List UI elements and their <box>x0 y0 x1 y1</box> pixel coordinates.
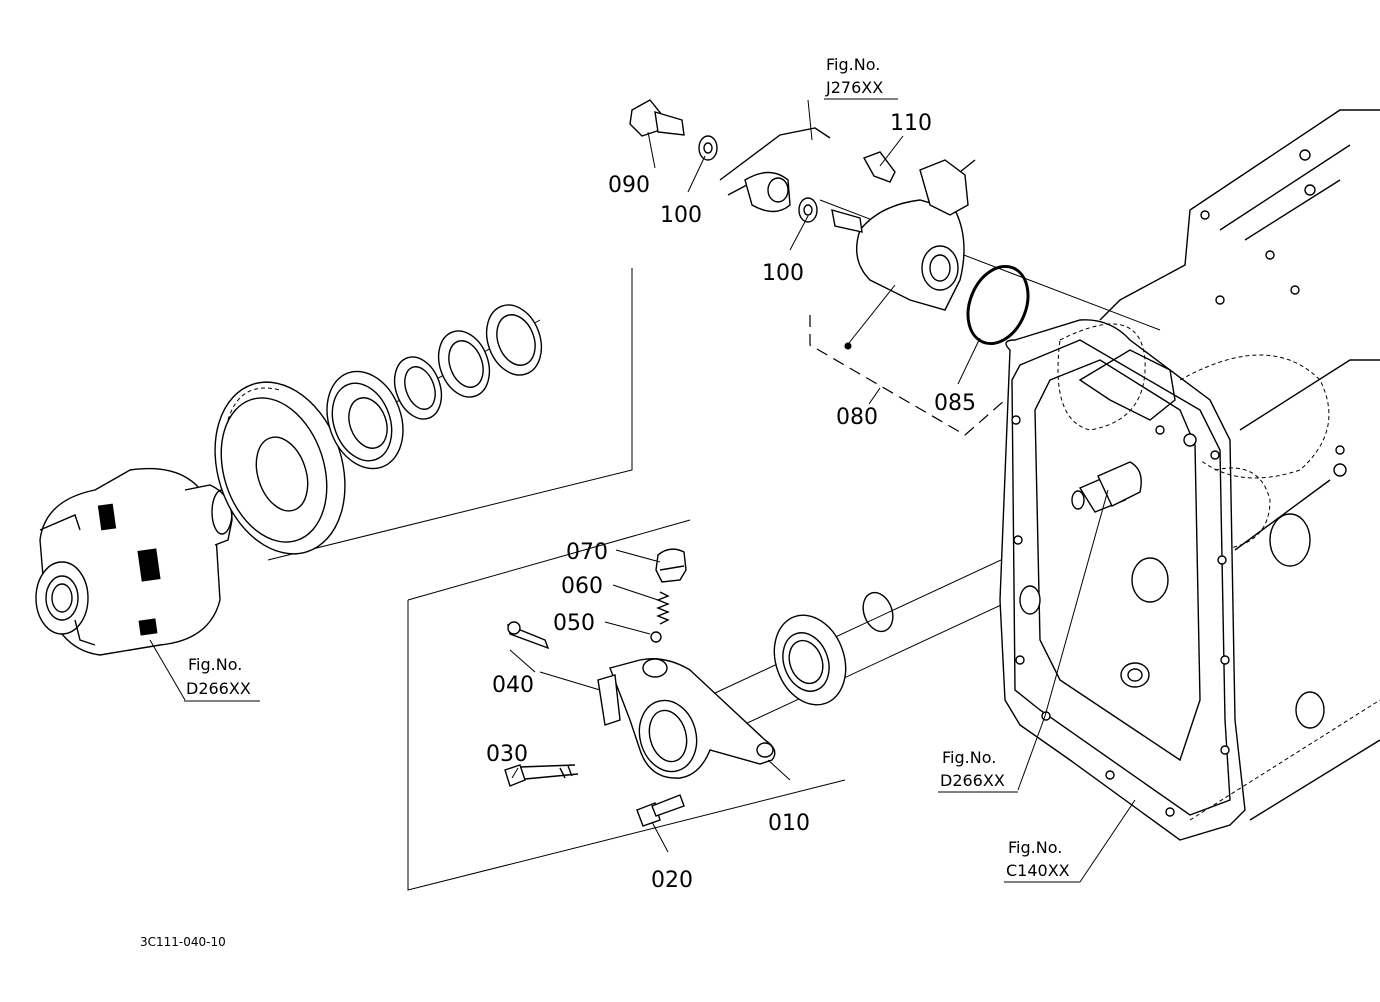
fig-ref-top-label: Fig.No. <box>826 55 880 74</box>
fig-ref-bottom-right-code: C140XX <box>1006 861 1070 880</box>
fig-ref-top-code: J276XX <box>825 78 883 97</box>
spring-060 <box>656 591 670 625</box>
release-fork <box>597 658 776 779</box>
valve-assembly-bracket <box>809 315 1006 436</box>
ball-050 <box>650 631 662 643</box>
upper-assembly-frame <box>267 268 633 561</box>
lower-assembly-frame <box>407 519 846 891</box>
fig-ref-bottom-right-label: Fig.No. <box>1008 838 1062 857</box>
label-050: 050 <box>553 611 595 636</box>
bolt-030 <box>504 764 579 787</box>
bolt-020 <box>636 794 685 827</box>
label-100-a: 100 <box>660 203 702 228</box>
fig-ref-left-code: D266XX <box>186 679 251 698</box>
label-060: 060 <box>561 574 603 599</box>
figure-ref-right: Fig.No. D266XX <box>938 748 1018 793</box>
o-ring-085 <box>966 264 1030 346</box>
valve-body <box>831 159 976 311</box>
figure-ref-left: Fig.No. D266XX <box>184 655 260 702</box>
fitting-110 <box>862 151 896 183</box>
plug-070 <box>655 548 687 583</box>
fig-ref-left-label: Fig.No. <box>188 655 242 674</box>
output-shaft <box>1071 461 1142 513</box>
washer-c <box>485 304 543 376</box>
label-030: 030 <box>486 742 528 767</box>
fig-ref-right-label: Fig.No. <box>942 748 996 767</box>
shaft-bearing <box>773 614 847 706</box>
friction-plate <box>214 381 346 555</box>
fig-ref-right-code: D266XX <box>940 771 1005 790</box>
washer-100-b <box>798 197 818 223</box>
snap-ring <box>862 591 894 633</box>
label-040: 040 <box>492 673 534 698</box>
leader-lines <box>149 99 1136 883</box>
label-080: 080 <box>836 405 878 430</box>
label-010: 010 <box>768 811 810 836</box>
top-pipe <box>719 127 831 213</box>
transmission-case <box>999 109 1380 841</box>
washer-b <box>437 330 491 398</box>
clutch-drum <box>35 467 233 656</box>
figure-ref-bottom-right: Fig.No. C140XX <box>1004 838 1080 883</box>
bolt-090 <box>629 99 685 137</box>
thrust-bearing <box>326 370 404 470</box>
drawing-code: 3C111-040-10 <box>140 935 226 949</box>
label-070: 070 <box>566 540 608 565</box>
label-085: 085 <box>934 391 976 416</box>
label-090: 090 <box>608 173 650 198</box>
label-110: 110 <box>890 111 932 136</box>
pin-040 <box>507 621 550 650</box>
label-100-b: 100 <box>762 261 804 286</box>
washer-100-a <box>698 135 718 161</box>
figure-ref-top: Fig.No. J276XX <box>824 55 898 100</box>
part-labels: 010 020 030 040 050 060 070 080 085 090 … <box>486 111 976 893</box>
washer-a <box>393 356 443 420</box>
label-020: 020 <box>651 868 693 893</box>
